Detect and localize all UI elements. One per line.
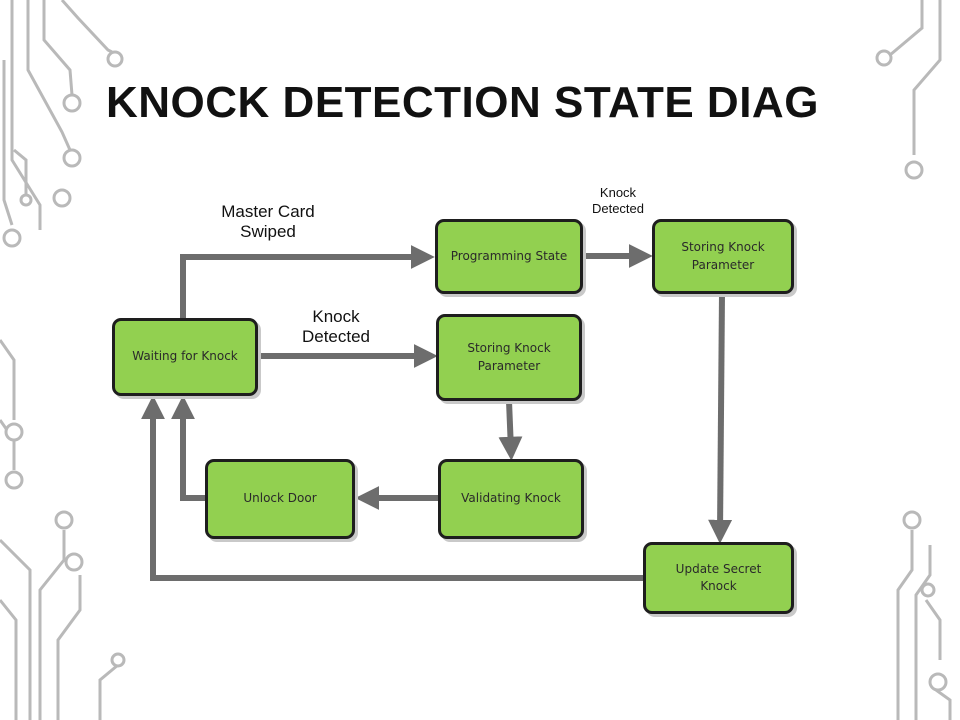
- state-unlock-label: Unlock Door: [243, 491, 317, 506]
- state-validating-knock: Validating Knock: [438, 459, 584, 539]
- state-programming-label: Programming State: [450, 248, 568, 263]
- state-storing-mid-label: Storing Knock Parameter: [467, 341, 551, 373]
- state-programming: Programming State: [435, 219, 583, 294]
- state-storing-top-label: Storing Knock Parameter: [681, 240, 765, 272]
- state-waiting-label: Waiting for Knock: [132, 349, 238, 364]
- arrow-update-to-waiting: [141, 395, 643, 581]
- state-update-secret-knock: Update Secret Knock: [643, 542, 794, 614]
- state-storing-knock-parameter-mid: Storing Knock Parameter: [436, 314, 582, 401]
- arrow-waiting-to-programming: [180, 245, 435, 322]
- state-validating-label: Validating Knock: [461, 491, 561, 506]
- transition-label-knock-detected-top: Knock Detected: [591, 185, 645, 216]
- slide-title: KNOCK DETECTION STATE DIAG: [106, 78, 819, 127]
- arrow-unlock-to-waiting: [171, 395, 206, 501]
- transition-label-master-card: Master Card Swiped: [221, 202, 315, 242]
- transition-label-knock-detected-main: Knock Detected: [301, 307, 371, 347]
- state-unlock-door: Unlock Door: [205, 459, 355, 539]
- state-update-label: Update Secret Knock: [675, 561, 762, 593]
- arrow-storing-mid-to-validating: [498, 400, 523, 461]
- state-waiting-for-knock: Waiting for Knock: [112, 318, 258, 396]
- arrow-storing-top-to-update: [708, 292, 733, 544]
- state-storing-knock-parameter-top: Storing Knock Parameter: [652, 219, 794, 294]
